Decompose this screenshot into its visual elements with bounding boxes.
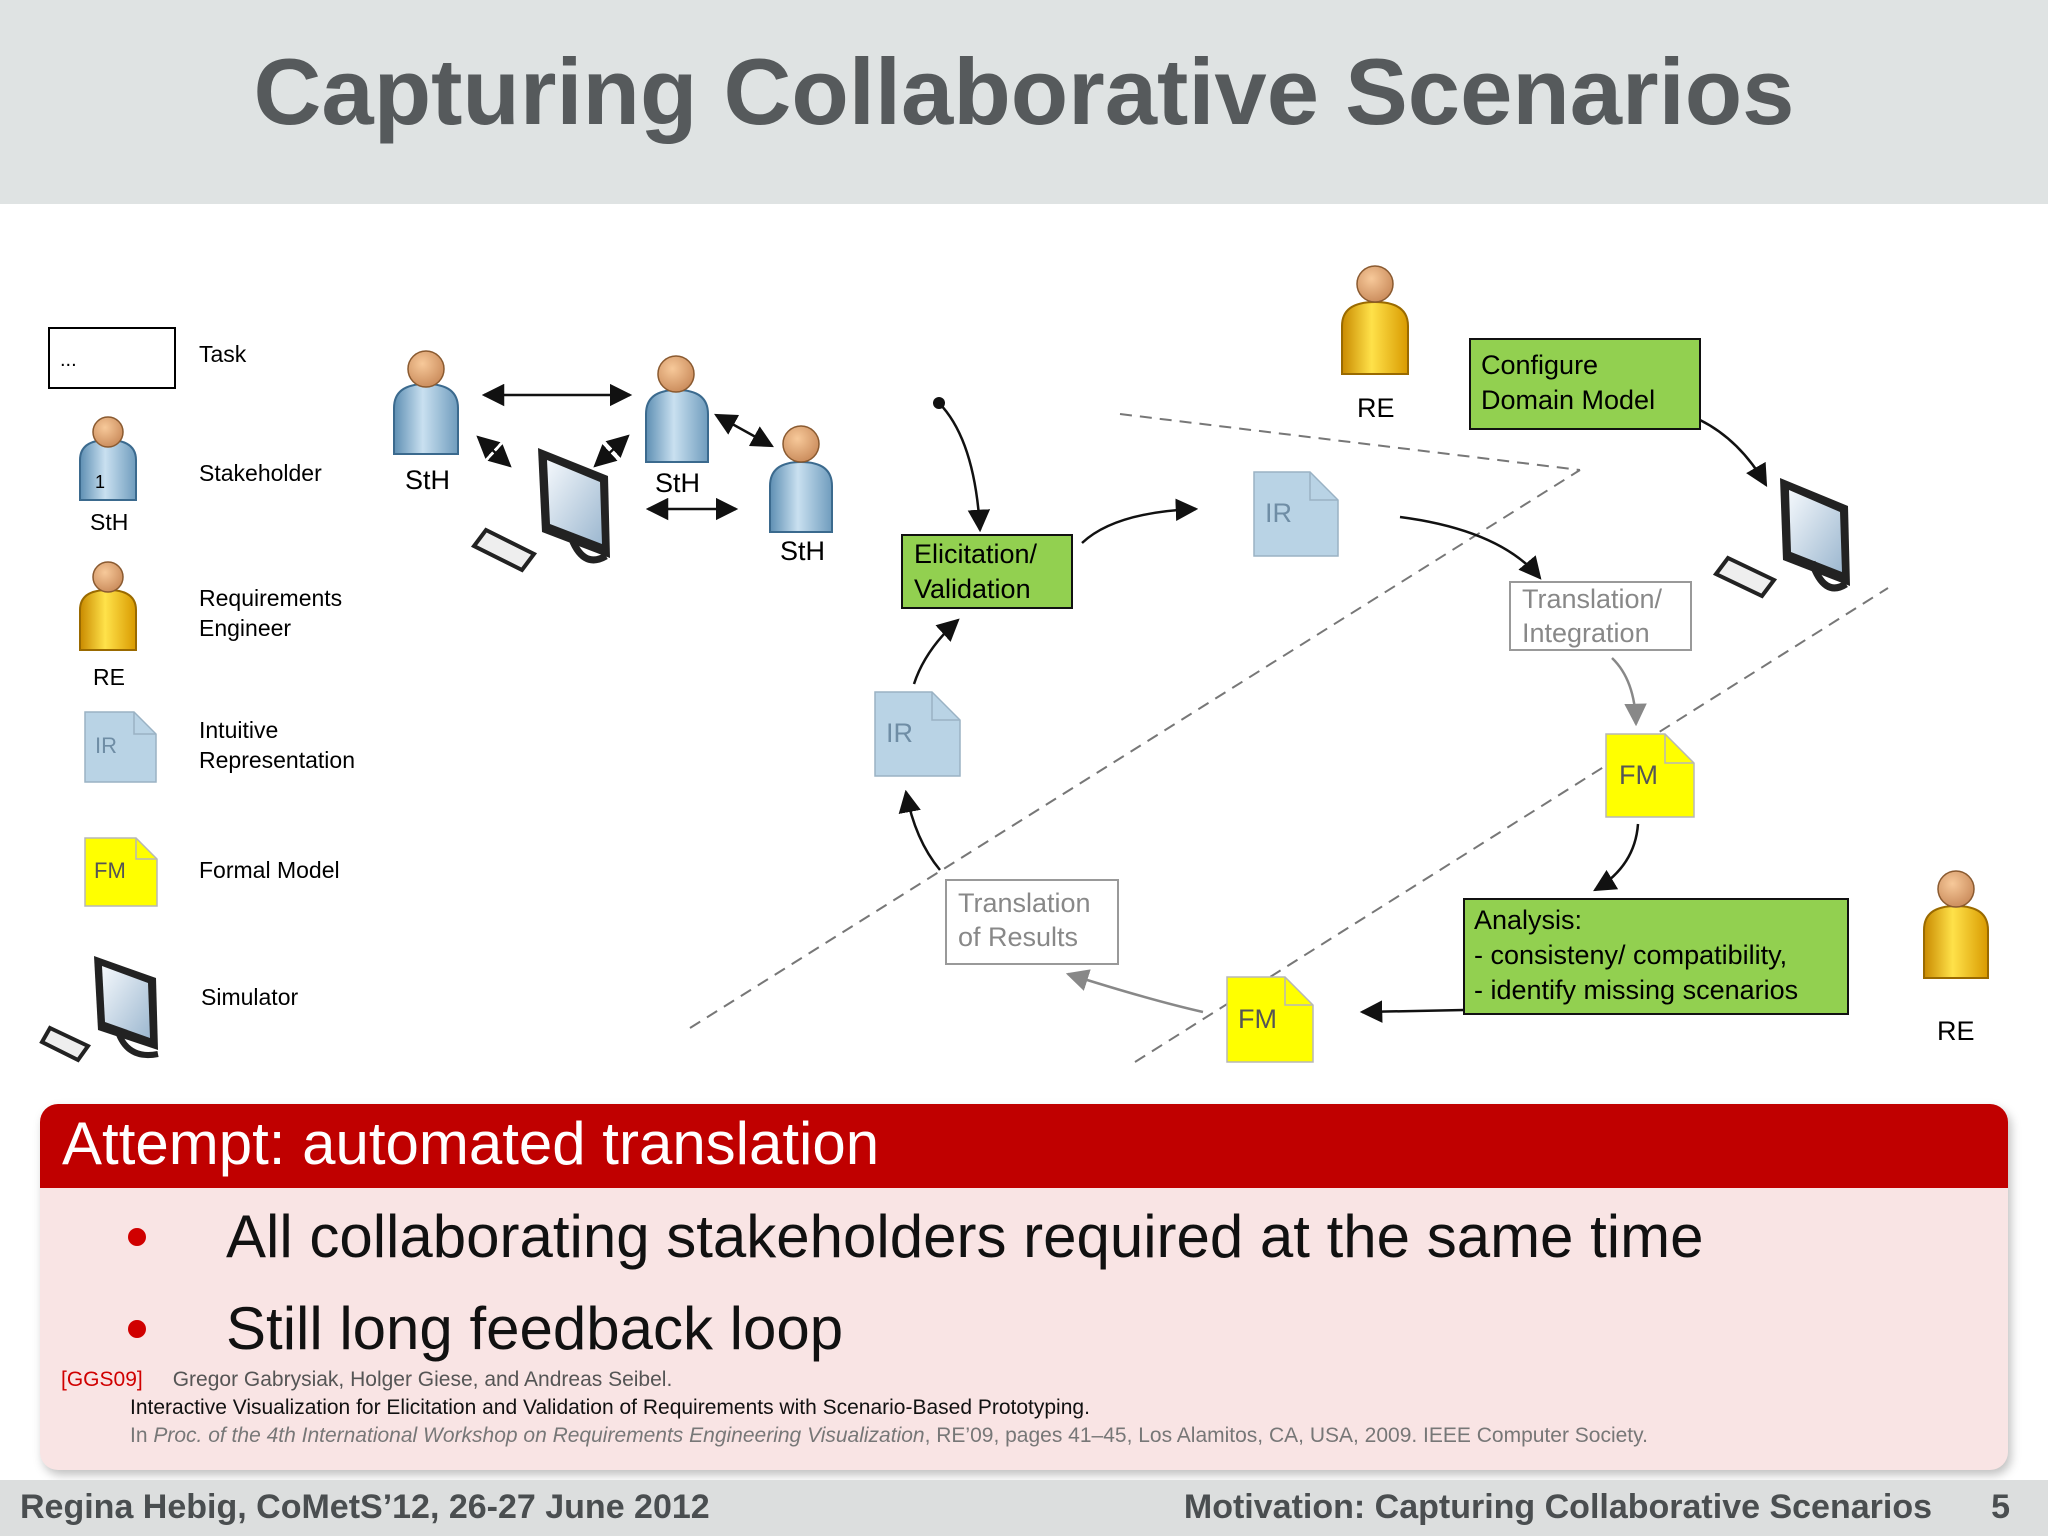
stakeholder-group: StH StH StH bbox=[393, 350, 833, 573]
legend-sth-abbr: StH bbox=[90, 509, 128, 535]
footer-section: Motivation: Capturing Collaborative Scen… bbox=[1183, 1488, 1932, 1526]
stakeholder-legend-icon: 1 bbox=[79, 416, 137, 501]
sth-label-3: StH bbox=[780, 536, 825, 566]
reference-line-1: [GGS09] Gregor Gabrysiak, Holger Giese, a… bbox=[61, 1368, 672, 1392]
legend-ir-line1: Intuitive bbox=[199, 717, 278, 743]
page-number: 5 bbox=[1991, 1488, 2010, 1526]
requirements-engineer-icon-top bbox=[1341, 265, 1409, 375]
reference-tag: [GGS09] bbox=[61, 1368, 143, 1391]
reference-authors: Gregor Gabrysiak, Holger Giese, and Andr… bbox=[172, 1368, 673, 1391]
analysis-task bbox=[1463, 898, 1849, 1015]
bullet-dot bbox=[128, 1228, 146, 1246]
attempt-block: Attempt: automated translation All colla… bbox=[40, 1104, 2008, 1470]
process-diagram: ... Task 1 StH Stakeholder RE Requiremen… bbox=[39, 265, 1989, 1063]
simulator-legend-icon bbox=[39, 956, 159, 1063]
legend-re-line1: Requirements bbox=[199, 585, 342, 611]
stakeholder-number: 1 bbox=[95, 472, 105, 492]
re-top-label: RE bbox=[1357, 393, 1395, 423]
ir-legend-document-icon bbox=[84, 711, 157, 783]
arrow-to-ir-left bbox=[898, 789, 941, 871]
ir-document-top bbox=[1253, 471, 1339, 557]
sth-label-1: StH bbox=[405, 465, 450, 495]
ir-document-left bbox=[874, 691, 961, 777]
reference-title: Interactive Visualization for Elicitatio… bbox=[130, 1396, 1090, 1419]
attempt-heading: Attempt: automated translation bbox=[40, 1104, 2008, 1188]
legend-stakeholder-label: Stakeholder bbox=[199, 460, 322, 486]
reference-venue-line: In Proc. of the 4th International Worksh… bbox=[130, 1424, 1648, 1448]
requirements-engineer-legend-icon bbox=[79, 561, 137, 651]
footer-author: Regina Hebig, CoMetS’12, 26-27 June 2012 bbox=[20, 1488, 710, 1526]
reference-venue: Proc. of the 4th International Workshop … bbox=[153, 1424, 925, 1447]
translation-of-results-task bbox=[945, 879, 1119, 965]
ir-top-label: IR bbox=[1265, 498, 1292, 528]
translation-res-line2: of Results bbox=[958, 922, 1078, 952]
arrow-to-simulator-right bbox=[1699, 418, 1768, 487]
elicitation-line1: Elicitation/ bbox=[914, 539, 1038, 569]
legend-task-label: Task bbox=[199, 341, 247, 367]
collaboration-arrows bbox=[476, 383, 774, 521]
legend-re-abbr: RE bbox=[93, 664, 125, 690]
bullet-text: Still long feedback loop bbox=[226, 1295, 844, 1362]
start-arrow bbox=[938, 402, 991, 533]
stakeholder-icon bbox=[645, 355, 709, 463]
translation-res-line1: Translation bbox=[958, 888, 1091, 918]
legend-ir-line2: Representation bbox=[199, 747, 355, 773]
arrow-to-fm-bottom bbox=[1359, 1000, 1465, 1023]
configure-line2: Domain Model bbox=[1481, 385, 1655, 415]
requirements-engineer-icon-right bbox=[1923, 870, 1989, 979]
configure-domain-model-task bbox=[1469, 338, 1701, 430]
re-right-label: RE bbox=[1937, 1016, 1975, 1046]
slide-footer: Regina Hebig, CoMetS’12, 26-27 June 2012… bbox=[0, 1480, 2048, 1536]
reference-in: In bbox=[130, 1424, 154, 1447]
translation-integration-task bbox=[1509, 581, 1692, 651]
fm-right-label: FM bbox=[1619, 760, 1658, 790]
stakeholder-icon bbox=[769, 425, 833, 533]
legend-re-line2: Engineer bbox=[199, 615, 291, 641]
sth-label-2: StH bbox=[655, 468, 700, 498]
fm-document-right bbox=[1605, 733, 1695, 818]
elicitation-validation-task bbox=[901, 534, 1073, 609]
analysis-line1: Analysis: bbox=[1474, 905, 1582, 935]
fm-document-bottom bbox=[1226, 976, 1314, 1063]
legend-fm-label: Formal Model bbox=[199, 857, 340, 883]
fm-bottom-label: FM bbox=[1238, 1004, 1277, 1034]
arrow-to-ir-top bbox=[1081, 498, 1199, 544]
task-legend-box bbox=[48, 327, 176, 389]
bullet-dot bbox=[128, 1320, 146, 1338]
arrow-to-translation-integration bbox=[1399, 515, 1542, 580]
translation-int-line1: Translation/ bbox=[1522, 584, 1663, 614]
fm-legend-document-icon bbox=[84, 837, 158, 907]
bullet-text: All collaborating stakeholders required … bbox=[226, 1203, 1704, 1270]
reference-rest: , RE’09, pages 41–45, Los Alamitos, CA, … bbox=[924, 1424, 1648, 1447]
legend-fm-abbr: FM bbox=[94, 858, 126, 883]
translation-int-line2: Integration bbox=[1522, 618, 1650, 648]
legend: ... Task 1 StH Stakeholder RE Requiremen… bbox=[39, 327, 355, 1063]
configure-line1: Configure bbox=[1481, 350, 1598, 380]
ir-left-label: IR bbox=[886, 718, 913, 748]
slide-header bbox=[0, 0, 2048, 204]
arrow-to-elicitation bbox=[912, 618, 960, 685]
analysis-line3: - identify missing scenarios bbox=[1474, 975, 1798, 1005]
arrow-to-analysis bbox=[1593, 823, 1640, 892]
elicitation-line2: Validation bbox=[914, 574, 1031, 604]
arrow-to-translation-results bbox=[1065, 969, 1204, 1014]
slide-title: Capturing Collaborative Scenarios bbox=[253, 39, 1795, 144]
analysis-line2: - consisteny/ compatibility, bbox=[1474, 940, 1787, 970]
legend-simulator-label: Simulator bbox=[201, 984, 298, 1010]
simulator-icon-right bbox=[1712, 478, 1850, 599]
legend-ir-abbr: IR bbox=[95, 733, 117, 758]
task-legend-box-text: ... bbox=[60, 349, 77, 371]
arrow-to-fm-right bbox=[1611, 657, 1647, 727]
stakeholder-icon bbox=[393, 350, 459, 455]
simulator-icon bbox=[470, 448, 610, 573]
